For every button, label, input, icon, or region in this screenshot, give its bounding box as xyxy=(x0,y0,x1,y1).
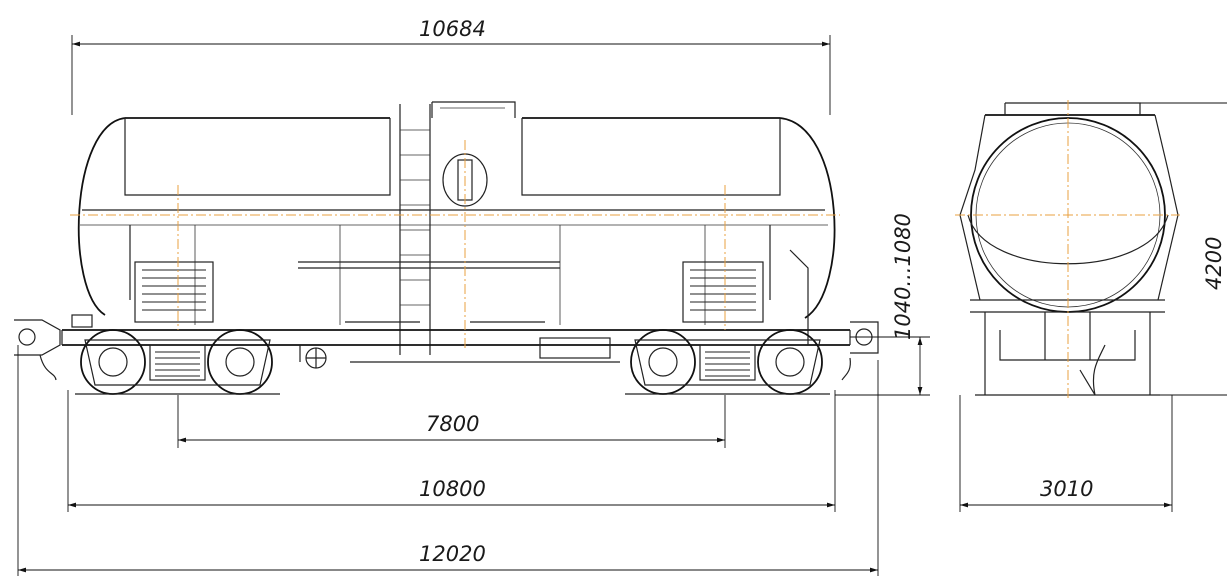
end-view xyxy=(955,100,1180,400)
dim-frame-length: 10800 xyxy=(419,477,486,501)
tank-body xyxy=(77,101,836,325)
left-bogie xyxy=(75,329,280,395)
dim-total-height: 4200 xyxy=(1202,237,1226,290)
dim-tank-length: 10684 xyxy=(419,17,486,41)
dimension-labels: 10684 7800 10800 12020 1040...1080 3010 … xyxy=(419,17,1226,566)
ladder xyxy=(399,104,431,355)
dim-bogie-center-distance: 7800 xyxy=(426,412,479,436)
right-bogie xyxy=(625,329,830,395)
side-view xyxy=(14,101,879,395)
dim-width: 3010 xyxy=(1040,477,1093,501)
dim-coupler-height: 1040...1080 xyxy=(891,213,915,340)
dimension-lines xyxy=(17,35,1227,576)
dim-coupler-length: 12020 xyxy=(419,542,486,566)
center-axes xyxy=(70,140,840,350)
frame-supports xyxy=(134,261,764,323)
